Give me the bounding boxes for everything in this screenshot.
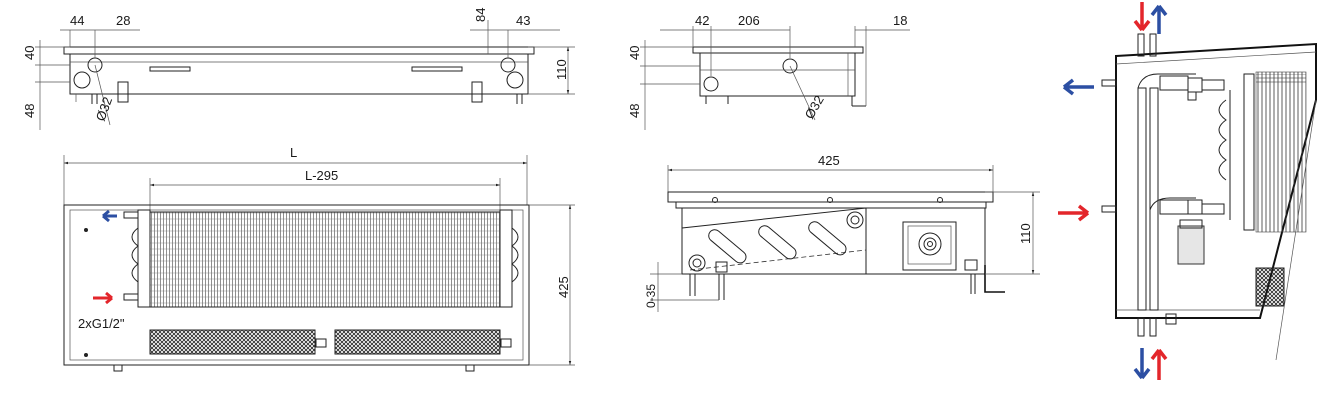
elev-dim-110: 110 (554, 59, 569, 80)
return-arrow-icon (1062, 78, 1094, 96)
elev-dim-40: 40 (22, 46, 37, 60)
elev-dim-44: 44 (70, 13, 84, 28)
side-dim-40: 40 (627, 46, 642, 60)
plan-dim-425: 425 (556, 276, 571, 298)
supply-arrow-icon (93, 291, 113, 305)
section-view: 425 110 0-35 (644, 153, 1040, 312)
plan-dim-L295: L-295 (305, 168, 338, 183)
elev-dim-84: 84 (473, 8, 488, 22)
plan-view: L L-295 425 2xG1/2" (63, 145, 575, 372)
side-pipe-diameter: Ø32 (802, 93, 827, 122)
side-dim-42: 42 (695, 13, 709, 28)
return-arrow-icon (1150, 4, 1168, 34)
side-dim-18: 18 (893, 13, 907, 28)
elevation-view: 44 28 84 43 40 48 110 Ø32 (22, 8, 575, 130)
plan-connection-label: 2xG1/2" (78, 316, 125, 331)
supply-arrow-icon (1150, 348, 1168, 380)
return-arrow-icon (102, 209, 117, 223)
section-dim-425: 425 (818, 153, 840, 168)
section-dim-110: 110 (1018, 223, 1033, 244)
supply-arrow-icon (1133, 2, 1151, 32)
elev-pipe-diameter: Ø32 (93, 95, 116, 123)
section-dim-0-35: 0-35 (644, 284, 658, 308)
return-arrow-icon (1133, 348, 1151, 380)
elev-dim-28: 28 (116, 13, 130, 28)
elev-dim-48: 48 (22, 104, 37, 118)
supply-arrow-icon (1058, 204, 1090, 222)
side-dim-48: 48 (627, 104, 642, 118)
side-dim-206: 206 (738, 13, 760, 28)
perspective-view (1058, 2, 1317, 380)
side-view: 42 206 18 40 48 Ø32 (627, 13, 910, 130)
plan-dim-L: L (290, 145, 297, 160)
elev-dim-43: 43 (516, 13, 530, 28)
